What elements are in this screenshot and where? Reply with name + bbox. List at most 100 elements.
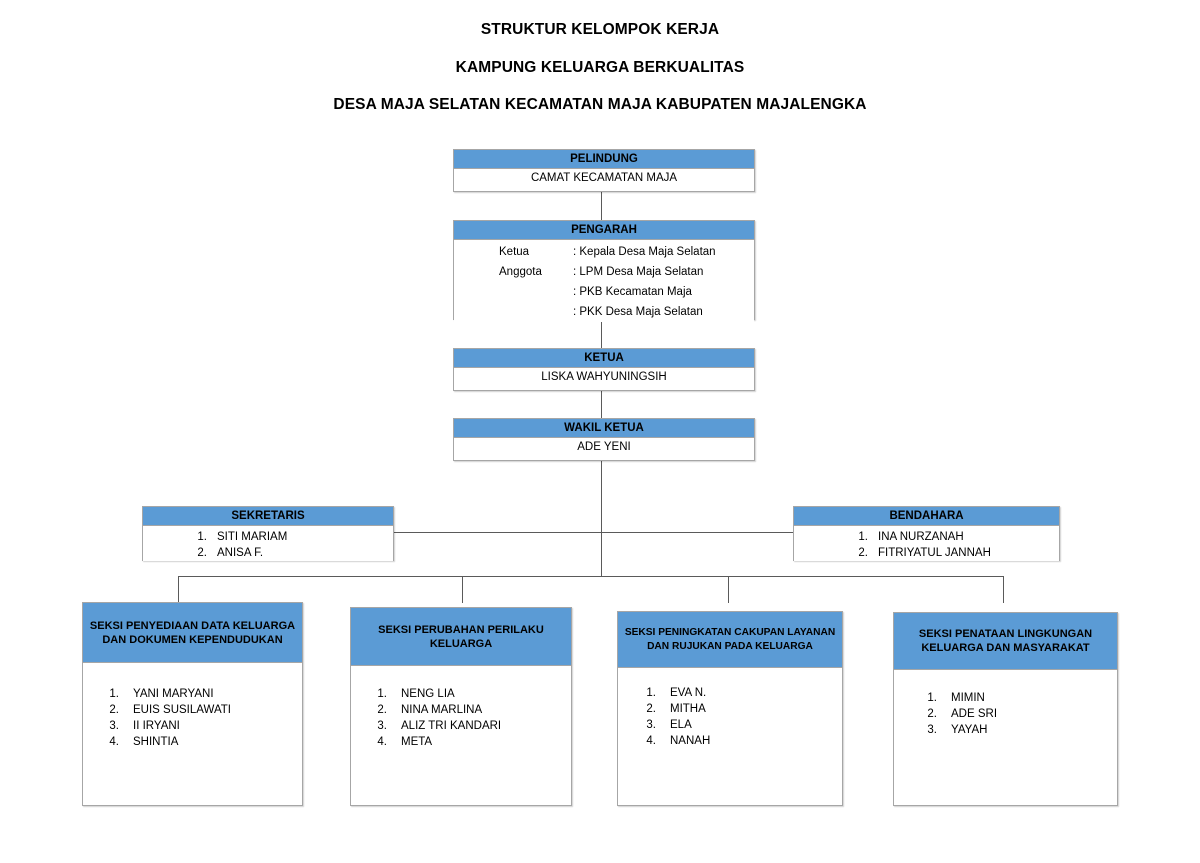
list-item-name: ELA — [670, 719, 692, 731]
connector-drop-seksi4 — [1003, 576, 1004, 603]
node-seksi3-header: SEKSI PENINGKATAN CAKUPAN LAYANAN DAN RU… — [618, 612, 842, 668]
node-seksi4-header-line2: KELUARGA DAN MASYARAKAT — [921, 642, 1090, 654]
node-ketua-body: LISKA WAHYUNINGSIH — [454, 368, 754, 387]
node-wakil-ketua[interactable]: WAKIL KETUA ADE YENI — [453, 418, 755, 461]
list-item: 4. NANAH — [640, 733, 842, 749]
seksi1-member-list: 1. YANI MARYANI 2. EUIS SUSILAWATI 3. II… — [103, 686, 302, 750]
seksi3-member-list: 1. EVA N. 2. MITHA 3. ELA 4. NANAH — [640, 685, 842, 749]
pengarah-row-value: : LPM Desa Maja Selatan — [573, 266, 704, 278]
node-seksi-penataan-lingkungan[interactable]: SEKSI PENATAAN LINGKUNGAN KELUARGA DAN M… — [893, 612, 1118, 806]
connector-pelindung-pengarah — [601, 192, 602, 221]
node-pengarah-body: Ketua : Kepala Desa Maja Selatan Anggota… — [454, 240, 754, 322]
list-item-number: 4. — [109, 736, 119, 748]
pengarah-row-value: : PKK Desa Maja Selatan — [573, 306, 703, 318]
list-item-name: MIMIN — [951, 692, 985, 704]
node-seksi2-header-line2: KELUARGA — [429, 637, 493, 650]
pengarah-row-label: Anggota — [499, 266, 542, 278]
list-item-number: 2. — [646, 703, 656, 715]
list-item-name: INA NURZANAH — [878, 531, 964, 543]
sekretaris-member-list: 1. SITI MARIAM 2. ANISA F. — [193, 529, 393, 561]
list-item: 3. YAYAH — [921, 722, 1117, 738]
title-line-3: DESA MAJA SELATAN KECAMATAN MAJA KABUPAT… — [333, 96, 867, 113]
list-item-number: 1. — [927, 692, 937, 704]
list-item: 2. NINA MARLINA — [371, 702, 571, 718]
list-item-name: YAYAH — [951, 724, 988, 736]
connector-drop-seksi3 — [728, 576, 729, 603]
node-ketua-header: KETUA — [454, 349, 754, 368]
node-wakil-ketua-header: WAKIL KETUA — [454, 419, 754, 438]
list-item-name: NINA MARLINA — [401, 704, 483, 716]
pengarah-row: Anggota : LPM Desa Maja Selatan — [454, 262, 754, 282]
list-item-name: ALIZ TRI KANDARI — [401, 720, 502, 732]
list-item-name: ADE SRI — [951, 708, 998, 720]
list-item-name: SITI MARIAM — [217, 531, 288, 543]
title-line-2: KAMPUNG KELUARGA BERKUALITAS — [455, 58, 745, 76]
node-seksi4-header-line1: SEKSI PENATAAN LINGKUNGAN — [918, 628, 1093, 640]
list-item-name: YANI MARYANI — [133, 688, 214, 700]
connector-drop-seksi1 — [178, 576, 179, 603]
title-line-1: STRUKTUR KELOMPOK KERJA — [480, 21, 720, 38]
node-seksi1-header-line2: DAN DOKUMEN KEPENDUDUKAN — [102, 633, 283, 646]
node-ketua[interactable]: KETUA LISKA WAHYUNINGSIH — [453, 348, 755, 391]
list-item-name: META — [401, 736, 433, 748]
node-seksi2-body: 1. NENG LIA 2. NINA MARLINA 3. ALIZ TRI … — [351, 666, 571, 750]
node-seksi3-header-line2: DAN RUJUKAN PADA KELUARGA — [647, 640, 813, 652]
list-item: 4. SHINTIA — [103, 734, 302, 750]
list-item-number: 4. — [646, 735, 656, 747]
page-title: STRUKTUR KELOMPOK KERJA KAMPUNG KELUARGA… — [0, 22, 1200, 113]
node-seksi4-body: 1. MIMIN 2. ADE SRI 3. YAYAH — [894, 670, 1117, 738]
node-seksi-penyediaan-data-keluarga[interactable]: SEKSI PENYEDIAAN DATA KELUARGA DAN DOKUM… — [82, 602, 303, 806]
node-pelindung-header: PELINDUNG — [454, 150, 754, 169]
list-item: 4. META — [371, 734, 571, 750]
list-item: 1. SITI MARIAM — [193, 529, 393, 545]
connector-ketua-wakil — [601, 390, 602, 419]
pengarah-row: Ketua : Kepala Desa Maja Selatan — [454, 242, 754, 262]
node-seksi1-header-line1: SEKSI PENYEDIAAN DATA KELUARGA — [89, 619, 296, 632]
list-item-name: ANISA F. — [217, 547, 264, 559]
connector-wakil-spine — [601, 460, 602, 576]
pengarah-row-label — [499, 302, 573, 322]
node-sekretaris-header: SEKRETARIS — [143, 507, 393, 526]
list-item-number: 3. — [109, 720, 119, 732]
node-seksi3-header-line1: SEKSI PENINGKATAN CAKUPAN LAYANAN — [624, 626, 836, 638]
list-item-number: 1. — [646, 687, 656, 699]
pengarah-row-value: : Kepala Desa Maja Selatan — [573, 246, 716, 258]
seksi4-member-list: 1. MIMIN 2. ADE SRI 3. YAYAH — [921, 690, 1117, 738]
pengarah-row-label: Ketua — [499, 246, 530, 258]
list-item: 1. NENG LIA — [371, 686, 571, 702]
node-seksi-peningkatan-cakupan-layanan[interactable]: SEKSI PENINGKATAN CAKUPAN LAYANAN DAN RU… — [617, 611, 843, 806]
node-seksi1-body: 1. YANI MARYANI 2. EUIS SUSILAWATI 3. II… — [83, 663, 302, 750]
node-wakil-ketua-body: ADE YENI — [454, 438, 754, 457]
node-pengarah[interactable]: PENGARAH Ketua : Kepala Desa Maja Selata… — [453, 220, 755, 322]
node-sekretaris[interactable]: SEKRETARIS 1. SITI MARIAM 2. ANISA F. — [142, 506, 394, 561]
node-bendahara[interactable]: BENDAHARA 1. INA NURZANAH 2. FITRIYATUL … — [793, 506, 1060, 561]
node-sekretaris-body: 1. SITI MARIAM 2. ANISA F. — [143, 526, 393, 561]
list-item: 1. EVA N. — [640, 685, 842, 701]
list-item: 3. ELA — [640, 717, 842, 733]
list-item: 1. MIMIN — [921, 690, 1117, 706]
list-item-number: 2. — [927, 708, 937, 720]
list-item-name: NENG LIA — [401, 688, 455, 700]
pengarah-row-label — [499, 282, 573, 302]
list-item: 1. INA NURZANAH — [854, 529, 1059, 545]
node-seksi-perubahan-perilaku-keluarga[interactable]: SEKSI PERUBAHAN PERILAKU KELUARGA 1. NEN… — [350, 607, 572, 806]
list-item-number: 1. — [109, 688, 119, 700]
list-item-name: FITRIYATUL JANNAH — [878, 547, 991, 559]
list-item-number: 2. — [858, 547, 868, 559]
pengarah-row: : PKB Kecamatan Maja — [454, 282, 754, 302]
connector-drop-seksi2 — [462, 576, 463, 603]
node-seksi2-header: SEKSI PERUBAHAN PERILAKU KELUARGA — [351, 608, 571, 666]
list-item: 2. ANISA F. — [193, 545, 393, 561]
list-item-number: 3. — [377, 720, 387, 732]
node-bendahara-body: 1. INA NURZANAH 2. FITRIYATUL JANNAH — [794, 526, 1059, 561]
list-item-name: II IRYANI — [133, 720, 180, 732]
list-item-number: 1. — [377, 688, 387, 700]
list-item: 3. ALIZ TRI KANDARI — [371, 718, 571, 734]
pengarah-row-value: : PKB Kecamatan Maja — [573, 286, 692, 298]
list-item-name: SHINTIA — [133, 736, 179, 748]
list-item: 2. FITRIYATUL JANNAH — [854, 545, 1059, 561]
node-seksi2-header-line1: SEKSI PERUBAHAN PERILAKU — [378, 623, 544, 636]
list-item: 1. YANI MARYANI — [103, 686, 302, 702]
node-pelindung[interactable]: PELINDUNG CAMAT KECAMATAN MAJA — [453, 149, 755, 192]
